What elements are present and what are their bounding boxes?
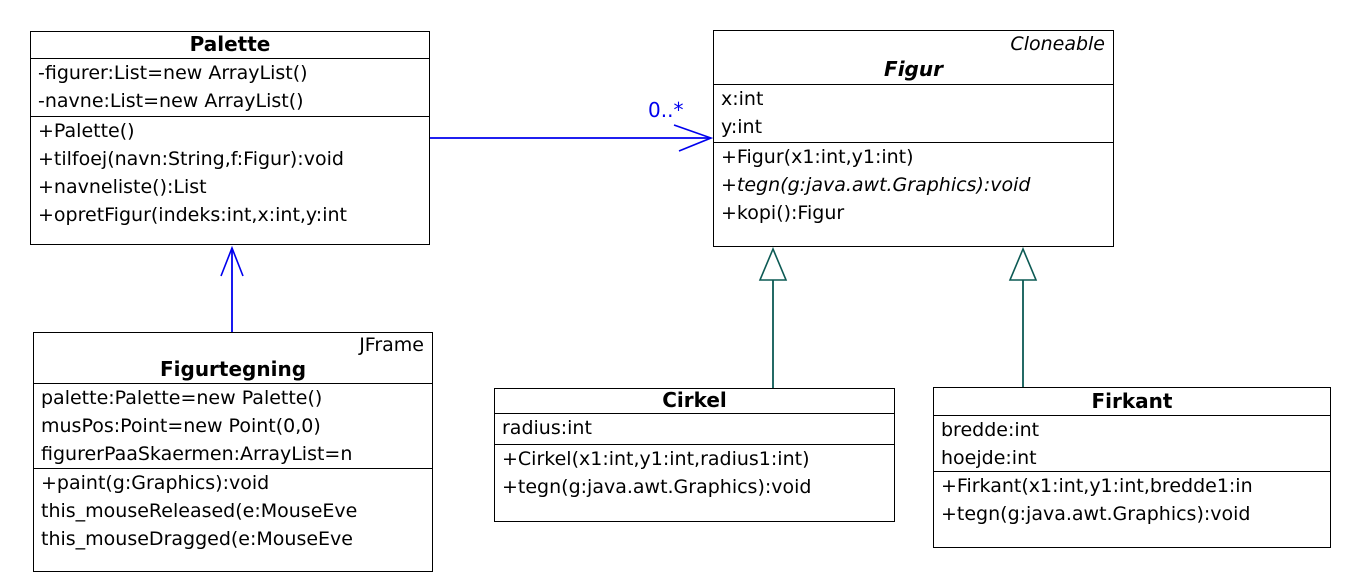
method-row: +kopi():Figur (721, 202, 845, 224)
method-row: +paint(g:Graphics):void (41, 472, 270, 494)
method-row: +Firkant(x1:int,y1:int,bredde1:in (941, 475, 1253, 497)
attribute-row: radius:int (502, 417, 592, 439)
class-annotation-jframe: JFrame (359, 334, 424, 356)
class-annotation-cloneable: Cloneable (1010, 33, 1105, 55)
class-name-figur: Figur (884, 57, 943, 81)
association-open-arrowhead-palette-icon (220, 245, 244, 277)
class-box-palette[interactable]: Palette -figurer:List=new ArrayList() -n… (30, 31, 430, 245)
attributes-compartment: palette:Palette=new Palette() musPos:Poi… (34, 383, 432, 468)
method-row: +tegn(g:java.awt.Graphics):void (502, 476, 812, 498)
method-row: +Figur(x1:int,y1:int) (721, 146, 914, 168)
attribute-row: palette:Palette=new Palette() (41, 387, 323, 409)
method-row: +navneliste():List (38, 176, 207, 198)
methods-compartment: +paint(g:Graphics):void this_mouseReleas… (34, 468, 432, 571)
attribute-row: figurerPaaSkaermen:ArrayList=n (41, 443, 353, 465)
method-row: +opretFigur(indeks:int,x:int,y:int (38, 204, 347, 226)
attribute-row: -figurer:List=new ArrayList() (38, 62, 308, 84)
attribute-row: x:int (721, 88, 764, 110)
method-row: +tegn(g:java.awt.Graphics):void (941, 503, 1251, 525)
methods-compartment: +Figur(x1:int,y1:int) +tegn(g:java.awt.G… (714, 142, 1113, 246)
method-row-abstract: +tegn(g:java.awt.Graphics):void (721, 174, 1031, 196)
method-row: +Cirkel(x1:int,y1:int,radius1:int) (502, 448, 810, 470)
class-name-firkant: Firkant (1091, 389, 1173, 413)
attribute-row: y:int (721, 116, 763, 138)
attribute-row: hoejde:int (941, 447, 1037, 469)
class-name-figurtegning: Figurtegning (159, 357, 307, 381)
method-row: this_mouseDragged(e:MouseEve (41, 528, 353, 550)
attributes-compartment: bredde:int hoejde:int (934, 415, 1330, 471)
class-box-figur[interactable]: Cloneable Figur x:int y:int +Figur(x1:in… (713, 30, 1114, 247)
methods-compartment: +Palette() +tilfoej(navn:String,f:Figur)… (31, 116, 429, 244)
multiplicity-label: 0..* (648, 98, 684, 122)
method-row: this_mouseReleased(e:MouseEve (41, 500, 358, 522)
method-row: +tilfoej(navn:String,f:Figur):void (38, 148, 344, 170)
attribute-row: musPos:Point=new Point(0,0) (41, 415, 321, 437)
class-box-firkant[interactable]: Firkant bredde:int hoejde:int +Firkant(x… (933, 387, 1331, 548)
attributes-compartment: radius:int (495, 413, 894, 444)
generalization-triangle-firkant-icon (1008, 246, 1038, 281)
class-name-palette: Palette (189, 32, 271, 56)
methods-compartment: +Cirkel(x1:int,y1:int,radius1:int) +tegn… (495, 444, 894, 521)
class-name-cirkel: Cirkel (662, 389, 727, 412)
class-box-figurtegning[interactable]: JFrame Figurtegning palette:Palette=new … (33, 332, 433, 572)
methods-compartment: +Firkant(x1:int,y1:int,bredde1:in +tegn(… (934, 471, 1330, 547)
association-open-arrowhead-figur-icon (673, 124, 714, 152)
method-row: +Palette() (38, 120, 135, 142)
attribute-row: -navne:List=new ArrayList() (38, 90, 304, 112)
class-box-cirkel[interactable]: Cirkel radius:int +Cirkel(x1:int,y1:int,… (494, 388, 895, 522)
attribute-row: bredde:int (941, 419, 1040, 441)
generalization-triangle-cirkel-icon (758, 246, 788, 281)
attributes-compartment: x:int y:int (714, 84, 1113, 142)
attributes-compartment: -figurer:List=new ArrayList() -navne:Lis… (31, 58, 429, 116)
